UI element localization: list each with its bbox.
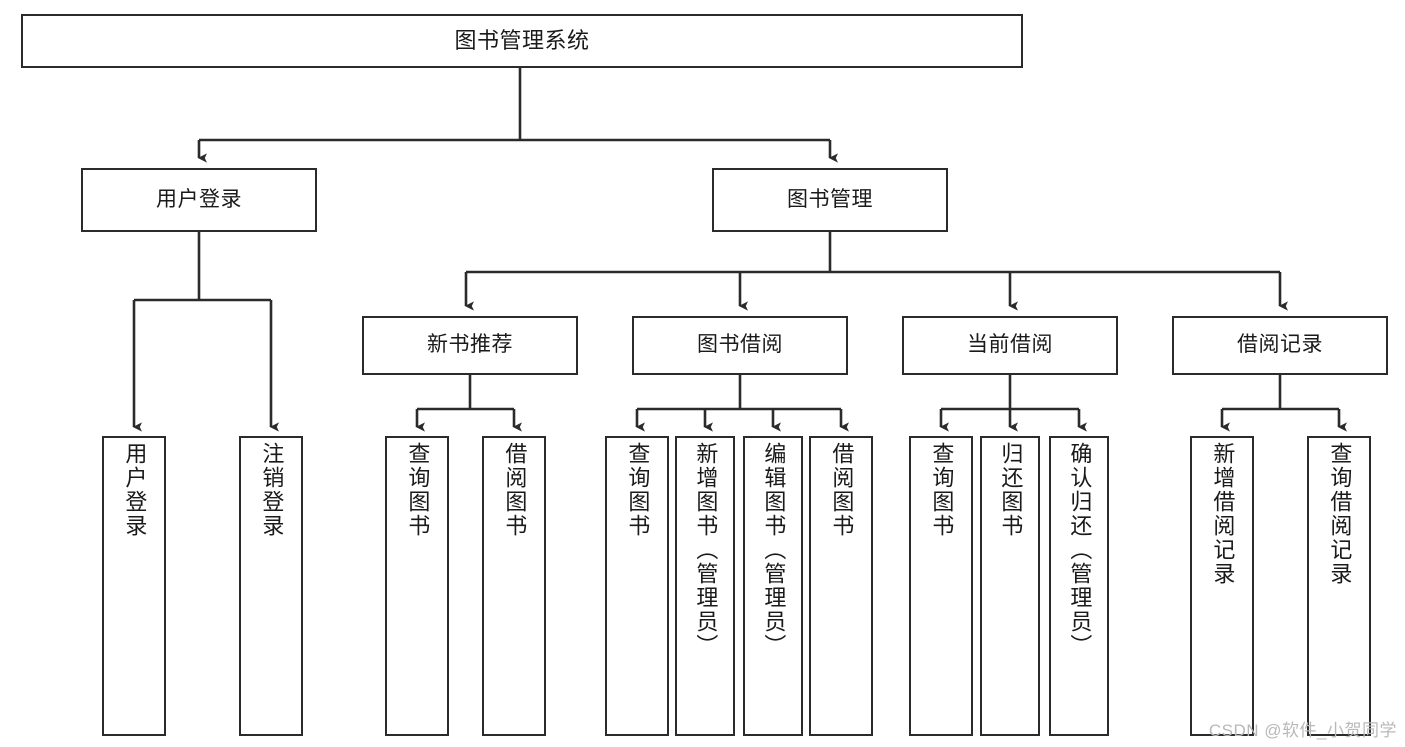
leaf-query-book-2[interactable]: 查询图书: [605, 436, 669, 736]
leaf-confirm-return-label: 确认归还（管理员）: [1067, 442, 1093, 658]
node-user-login[interactable]: 用户登录: [81, 168, 317, 232]
leaf-edit-book-label: 编辑图书（管理员）: [761, 442, 787, 658]
leaf-query-book-3[interactable]: 查询图书: [909, 436, 973, 736]
leaf-logout[interactable]: 注销登录: [239, 436, 303, 736]
node-book-manage-label: 图书管理: [787, 187, 873, 211]
leaf-query-record-label: 查询借阅记录: [1327, 442, 1353, 586]
leaf-borrow-book-2[interactable]: 借阅图书: [809, 436, 873, 736]
leaf-add-book-label: 新增图书（管理员）: [693, 442, 719, 658]
leaf-confirm-return[interactable]: 确认归还（管理员）: [1049, 436, 1109, 736]
node-book-borrow-label: 图书借阅: [697, 333, 783, 357]
leaf-add-book[interactable]: 新增图书（管理员）: [675, 436, 735, 736]
node-book-borrow[interactable]: 图书借阅: [632, 316, 848, 375]
node-current-borrow[interactable]: 当前借阅: [902, 316, 1118, 375]
leaf-borrow-book-1[interactable]: 借阅图书: [482, 436, 546, 736]
node-current-borrow-label: 当前借阅: [967, 333, 1053, 357]
node-root-label: 图书管理系统: [454, 28, 590, 54]
csdn-watermark: CSDN @软件_小贺同学: [1208, 721, 1397, 740]
leaf-add-record[interactable]: 新增借阅记录: [1190, 436, 1254, 736]
leaf-query-book-1-label: 查询图书: [405, 442, 431, 538]
node-new-book-rec[interactable]: 新书推荐: [362, 316, 578, 375]
leaf-query-book-1[interactable]: 查询图书: [385, 436, 449, 736]
leaf-logout-label: 注销登录: [259, 442, 285, 538]
node-user-login-label: 用户登录: [156, 187, 242, 211]
leaf-query-record[interactable]: 查询借阅记录: [1307, 436, 1371, 736]
leaf-borrow-book-2-label: 借阅图书: [829, 442, 855, 538]
leaf-return-book-label: 归还图书: [998, 442, 1024, 538]
leaf-query-book-2-label: 查询图书: [625, 442, 651, 538]
node-borrow-record-label: 借阅记录: [1237, 333, 1323, 357]
node-borrow-record[interactable]: 借阅记录: [1172, 316, 1388, 375]
node-root[interactable]: 图书管理系统: [21, 14, 1023, 68]
leaf-return-book[interactable]: 归还图书: [980, 436, 1040, 736]
leaf-add-record-label: 新增借阅记录: [1210, 442, 1236, 586]
leaf-user-login-label: 用户登录: [122, 442, 148, 538]
leaf-borrow-book-1-label: 借阅图书: [502, 442, 528, 538]
leaf-user-login[interactable]: 用户登录: [102, 436, 166, 736]
node-new-book-rec-label: 新书推荐: [427, 333, 513, 357]
node-book-manage[interactable]: 图书管理: [712, 168, 948, 232]
leaf-query-book-3-label: 查询图书: [929, 442, 955, 538]
leaf-edit-book[interactable]: 编辑图书（管理员）: [743, 436, 803, 736]
